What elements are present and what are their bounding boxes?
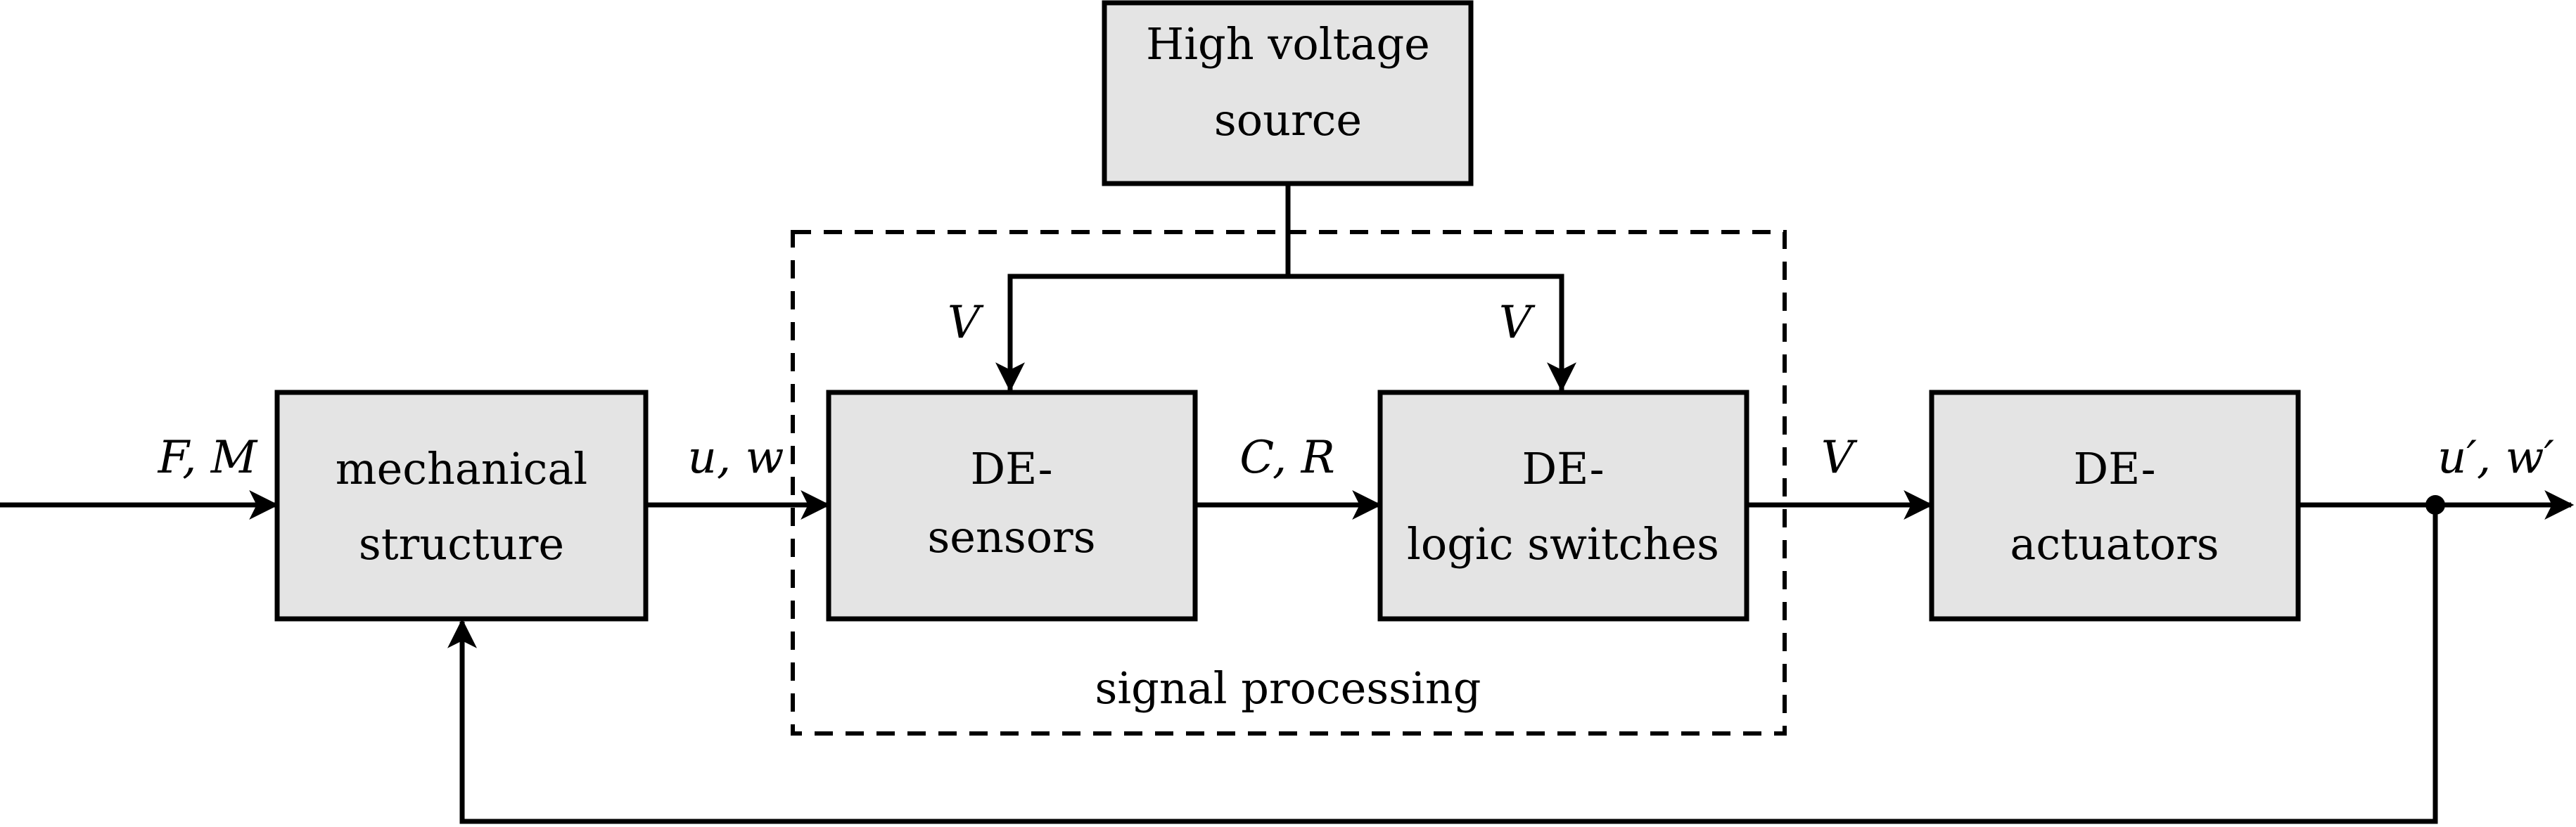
actuators-label-line1: DE- [2073,443,2155,494]
de-sensors-block [826,390,1198,622]
mechanical-label-line1: mechanical [336,443,587,494]
mechanical-label-line2: structure [359,518,564,570]
output-signal-label: u′, w′ [2437,432,2554,484]
logic-label-line1: DE- [1522,443,1604,494]
supply-sensors-label: V [948,297,984,349]
high-voltage-label-line2: source [1214,94,1362,146]
logic-to-actuators-label: V [1821,432,1858,484]
feedback-arrow [447,505,2438,824]
actuators-label-line2: actuators [2010,518,2219,570]
mechanical-structure-block [274,390,649,622]
sensors-to-logic-label: C, R [1239,432,1335,484]
input-signal-label: F, M [158,432,258,484]
mech-to-sensors-label: u, w [688,432,784,484]
logic-label-line2: logic switches [1407,518,1719,570]
de-logic-switches-block [1377,390,1749,622]
de-actuators-block [1929,390,2301,622]
supply-logic-label: V [1499,297,1536,349]
sensors-label-line2: sensors [927,511,1095,563]
signal-processing-label: signal processing [1095,662,1481,714]
sensors-label-line1: DE- [970,443,1052,494]
high-voltage-label-line1: High voltage [1146,18,1430,70]
supply-bus-wire [1007,274,1564,390]
